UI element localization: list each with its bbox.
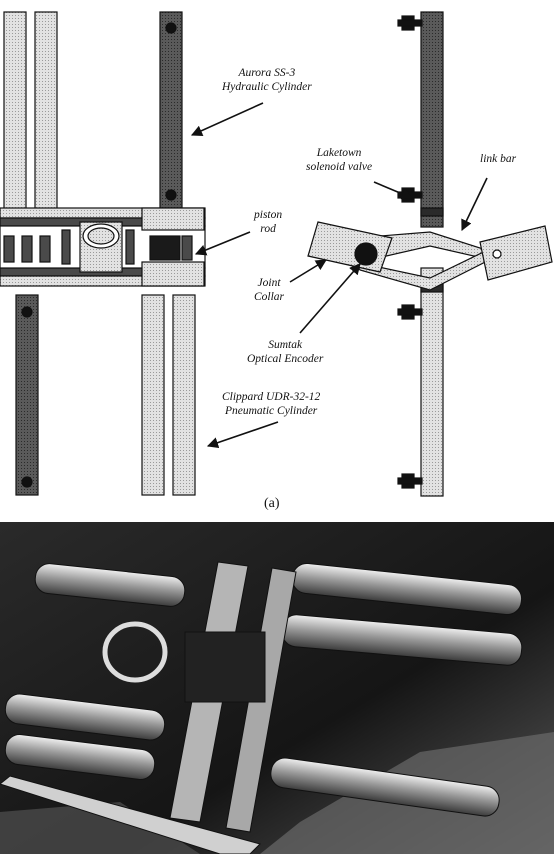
pneumatic-cylinder-top-left-b — [34, 11, 58, 211]
figure-caption: (a) — [264, 496, 280, 511]
solenoid-valve — [397, 304, 423, 320]
joint-plate-right — [479, 225, 553, 281]
mechanism-photo — [0, 522, 554, 854]
label-line: Clippard UDR-32-12 — [222, 391, 321, 403]
leader-joint — [289, 259, 327, 283]
mount-bolt — [21, 306, 33, 318]
label-link-bar: link bar — [480, 152, 516, 166]
label-line: Optical Encoder — [247, 353, 324, 365]
clamp-block — [141, 207, 205, 231]
pneumatic-cylinder-bottom-b — [172, 294, 196, 496]
leader-solenoid — [373, 181, 414, 200]
hydraulic-cylinder-right — [420, 11, 444, 228]
mount-bolt — [21, 476, 33, 488]
leader-encoder — [299, 263, 361, 334]
label-line: Aurora SS-3 — [238, 67, 296, 79]
right-view — [307, 11, 553, 497]
leader-piston — [194, 231, 251, 256]
leader-pneumatic — [206, 421, 279, 449]
piston-rod-block — [149, 235, 181, 261]
label-piston-rod: piston rod — [254, 208, 282, 236]
photo-hub — [184, 631, 266, 703]
label-line: Laketown — [316, 147, 362, 159]
photo-cylinder — [4, 734, 156, 780]
pneumatic-cylinder-top-left-a — [3, 11, 27, 211]
clamp-block — [141, 261, 205, 287]
hydraulic-cylinder-bottom — [15, 294, 39, 496]
label-line: solenoid valve — [306, 161, 373, 173]
label-joint-collar: Joint Collar — [254, 276, 284, 304]
photo-cylinder — [4, 693, 166, 741]
pneumatic-cylinder-bottom-a — [141, 294, 165, 496]
label-solenoid-valve: Laketown solenoid valve — [306, 146, 372, 174]
label-line: Hydraulic Cylinder — [222, 81, 312, 93]
label-line: rod — [260, 223, 276, 235]
label-optical-encoder: Sumtak Optical Encoder — [247, 338, 323, 366]
label-line: link bar — [480, 153, 517, 165]
label-line: Joint — [257, 277, 281, 289]
label-line: Pneumatic Cylinder — [224, 405, 318, 417]
photo-frame — [169, 561, 297, 833]
mount-bolt — [165, 22, 177, 34]
leader-lines — [190, 102, 488, 449]
solenoid-valve — [397, 15, 423, 31]
optical-encoder — [354, 242, 378, 266]
pneumatic-cylinder-right — [420, 267, 444, 497]
label-line: Collar — [254, 291, 285, 303]
label-line: Sumtak — [268, 339, 303, 351]
label-pneumatic-cylinder: Clippard UDR-32-12 Pneumatic Cylinder — [222, 390, 320, 418]
solenoid-valve — [397, 187, 423, 203]
photo-link-bar — [0, 775, 261, 854]
photo-cylinders — [4, 562, 523, 817]
mount-bolt — [165, 189, 177, 201]
photo-cylinder — [270, 757, 500, 817]
photo-cylinder — [34, 563, 186, 607]
mechanism-diagram — [0, 11, 553, 497]
leader-link-bar — [461, 177, 488, 232]
hydraulic-cylinder-top — [159, 11, 183, 211]
label-hydraulic-cylinder: Aurora SS-3 Hydraulic Cylinder — [222, 66, 312, 94]
joint-plate-left — [307, 221, 393, 273]
leader-hydraulic — [190, 102, 264, 136]
label-line: piston — [254, 209, 283, 221]
link-pin — [492, 249, 502, 259]
frame-bar — [0, 275, 206, 287]
solenoid-valve — [397, 473, 423, 489]
left-view — [0, 11, 206, 496]
photo-joint-collar — [102, 621, 168, 683]
